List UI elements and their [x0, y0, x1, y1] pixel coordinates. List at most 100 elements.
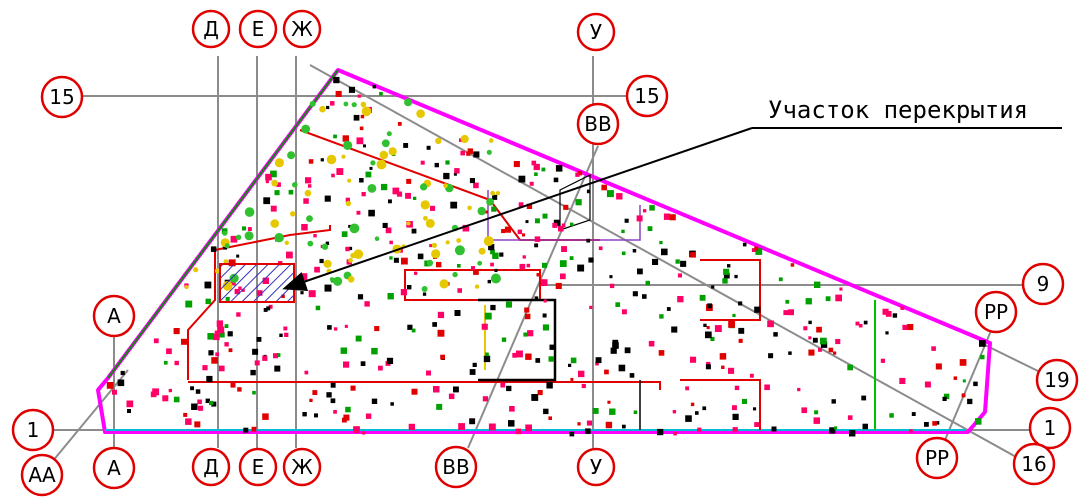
column-marker	[552, 222, 558, 228]
column-marker	[710, 336, 715, 341]
column-marker	[219, 332, 225, 338]
column-marker	[589, 305, 593, 309]
column-marker	[262, 413, 269, 420]
svg-text:ВВ: ВВ	[584, 112, 611, 136]
column-marker	[610, 347, 617, 354]
fixture-marker	[244, 231, 254, 241]
column-marker	[166, 348, 172, 355]
column-marker	[657, 428, 664, 436]
column-marker	[488, 423, 496, 431]
fixture-marker	[452, 271, 458, 278]
axis-bubble-zh-bottom: Ж	[282, 447, 322, 487]
fixture-marker	[323, 259, 332, 268]
fixture-marker	[333, 276, 343, 286]
svg-text:А: А	[107, 456, 121, 480]
fixture-marker	[361, 106, 372, 117]
column-marker	[751, 248, 756, 252]
svg-text:16: 16	[1021, 452, 1046, 476]
column-marker	[783, 310, 789, 316]
column-marker	[924, 381, 931, 388]
column-marker	[980, 354, 985, 360]
column-marker	[263, 197, 271, 205]
column-marker	[205, 398, 210, 403]
column-marker	[320, 158, 324, 162]
column-marker	[288, 189, 294, 195]
axis-bubble-15-left: 15	[40, 75, 84, 119]
column-marker	[754, 306, 761, 313]
column-marker	[652, 258, 659, 265]
column-marker	[506, 385, 512, 392]
column-marker	[548, 416, 552, 420]
fixture-marker	[321, 243, 329, 250]
fixture-marker	[460, 134, 469, 144]
column-marker	[568, 363, 572, 367]
column-marker	[301, 224, 308, 231]
column-marker	[526, 263, 531, 268]
axis-bubble-pp-bottom: РР	[915, 436, 959, 480]
column-marker	[250, 369, 256, 376]
column-marker	[618, 364, 626, 372]
column-marker	[389, 240, 393, 245]
column-marker	[266, 306, 271, 311]
fixture-marker	[431, 242, 437, 248]
column-marker	[372, 84, 377, 89]
column-marker	[208, 350, 214, 356]
column-marker	[749, 373, 754, 378]
column-marker	[828, 347, 834, 353]
svg-text:Е: Е	[252, 17, 265, 41]
column-marker	[753, 407, 757, 411]
column-marker	[814, 281, 821, 288]
column-marker	[325, 241, 330, 245]
column-marker	[601, 184, 607, 191]
column-marker	[445, 160, 450, 165]
column-marker	[517, 229, 523, 235]
column-marker	[313, 234, 317, 238]
column-marker	[265, 180, 269, 184]
column-marker	[414, 271, 418, 275]
axis-bubble-a-left: А	[92, 294, 136, 338]
column-marker	[334, 327, 338, 331]
fixture-marker	[495, 191, 501, 196]
column-marker	[413, 196, 417, 200]
fixture-marker	[421, 286, 428, 292]
fixture-marker	[367, 184, 377, 193]
column-marker	[216, 320, 224, 327]
column-marker	[286, 251, 293, 259]
fixture-marker	[348, 258, 353, 263]
column-marker	[973, 381, 978, 387]
fixture-marker	[184, 285, 189, 290]
fixture-marker	[307, 240, 314, 247]
column-marker	[542, 324, 549, 331]
column-marker	[492, 194, 498, 200]
column-marker	[855, 321, 860, 326]
column-marker	[483, 355, 491, 363]
fixture-marker	[351, 102, 357, 108]
wall-core-black	[478, 298, 557, 382]
column-marker	[699, 294, 706, 301]
column-marker	[472, 362, 477, 367]
column-marker	[236, 254, 240, 258]
column-marker	[543, 299, 547, 303]
column-marker	[222, 245, 227, 250]
column-marker	[448, 393, 455, 400]
column-marker	[942, 396, 947, 401]
column-marker	[403, 143, 409, 148]
column-marker	[437, 329, 445, 337]
fixture-marker	[292, 182, 298, 188]
column-marker	[150, 391, 157, 398]
column-marker	[863, 320, 868, 325]
column-marker	[803, 326, 808, 331]
column-marker	[518, 175, 526, 183]
column-marker	[907, 324, 914, 331]
column-marker	[695, 411, 699, 415]
column-marker	[671, 326, 678, 333]
column-marker	[525, 353, 532, 360]
column-marker	[764, 384, 770, 391]
column-marker	[932, 421, 937, 426]
column-marker	[633, 410, 638, 414]
column-marker	[882, 308, 889, 315]
column-marker	[578, 370, 585, 378]
callout-leader	[282, 127, 753, 291]
column-marker	[690, 402, 695, 407]
column-marker	[711, 285, 715, 289]
